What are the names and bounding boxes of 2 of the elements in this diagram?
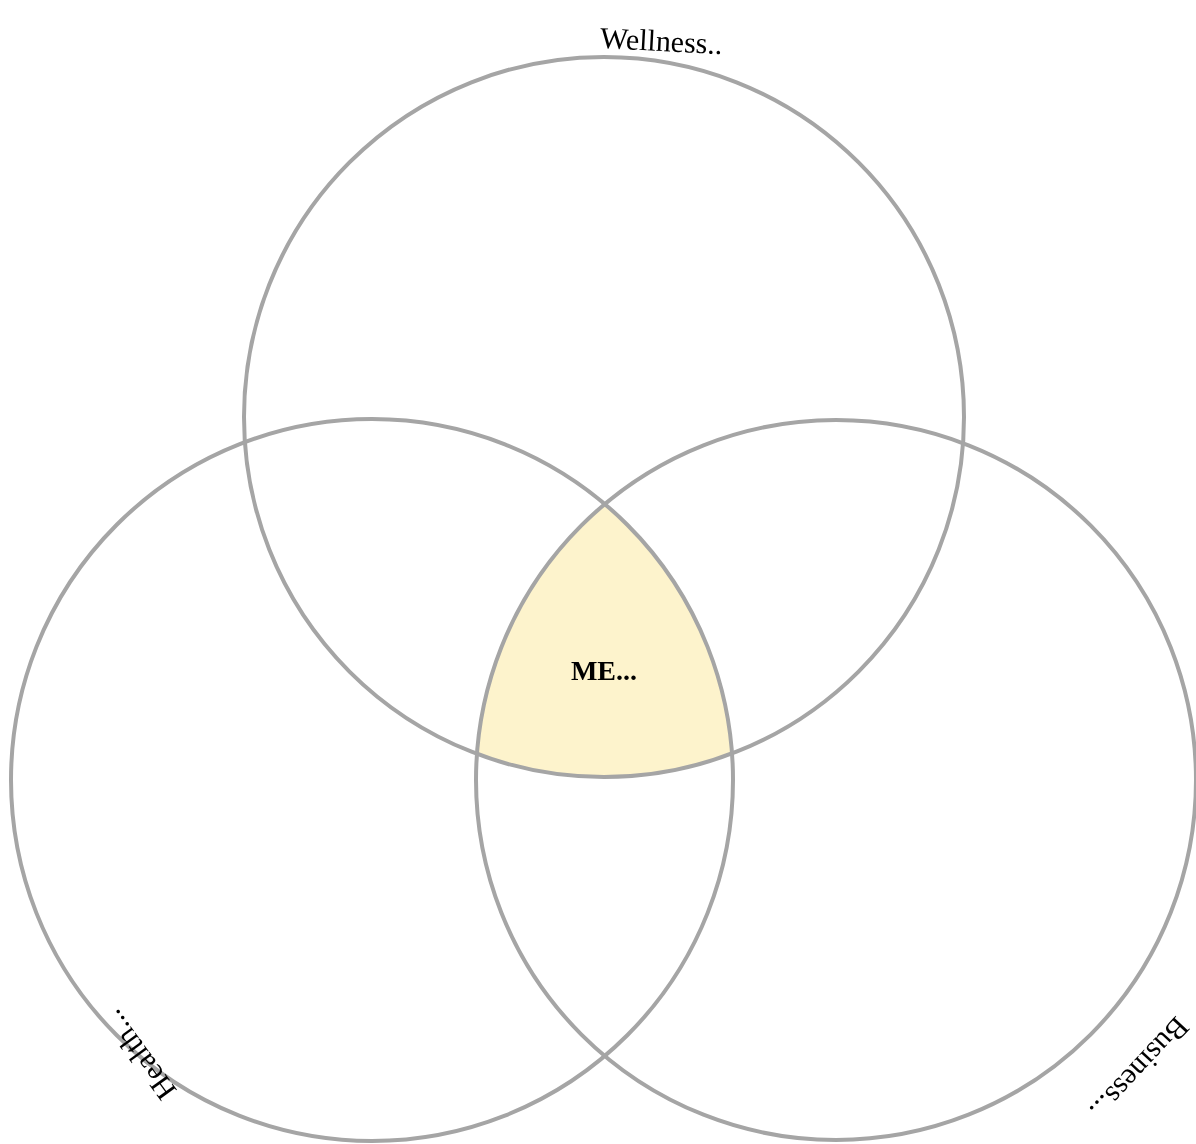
- circle-label: Wellness..: [599, 20, 724, 62]
- center-label: ME...: [569, 655, 639, 687]
